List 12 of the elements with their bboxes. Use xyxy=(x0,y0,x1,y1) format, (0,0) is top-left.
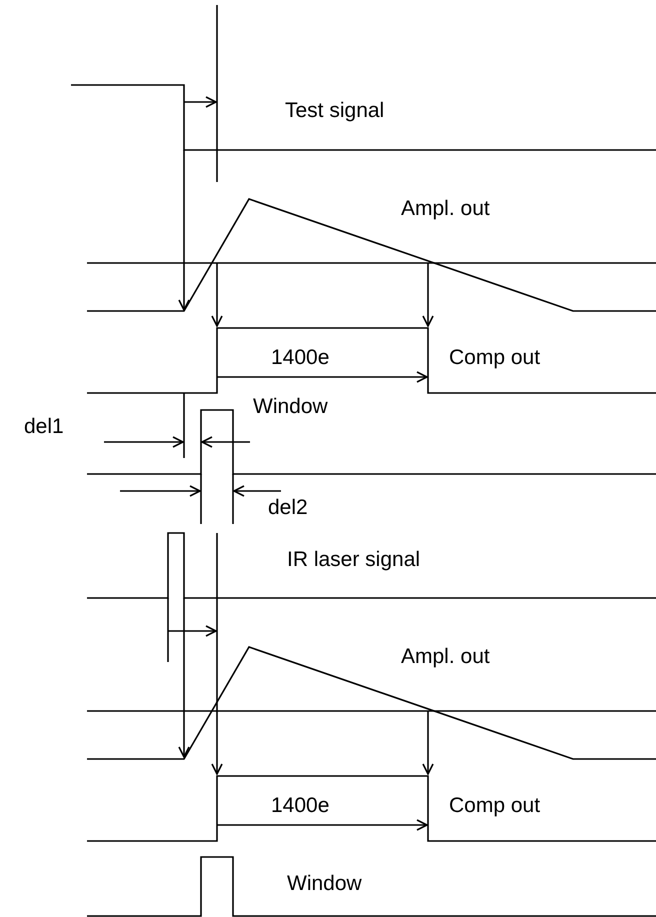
signal-label: IR laser signal xyxy=(287,549,420,570)
signal-label: Comp out xyxy=(449,795,540,816)
signal-label: Comp out xyxy=(449,347,540,368)
signal-label: 1400e xyxy=(271,795,330,816)
signal-label: 1400e xyxy=(271,347,330,368)
signal-label: Ampl. out xyxy=(401,646,490,667)
signal-label: del1 xyxy=(24,416,64,437)
signal-label: Test signal xyxy=(285,100,384,121)
signal-label: Window xyxy=(253,396,328,417)
signal-label: del2 xyxy=(268,497,308,518)
signal-label: Ampl. out xyxy=(401,198,490,219)
signal-label: Window xyxy=(287,873,362,894)
